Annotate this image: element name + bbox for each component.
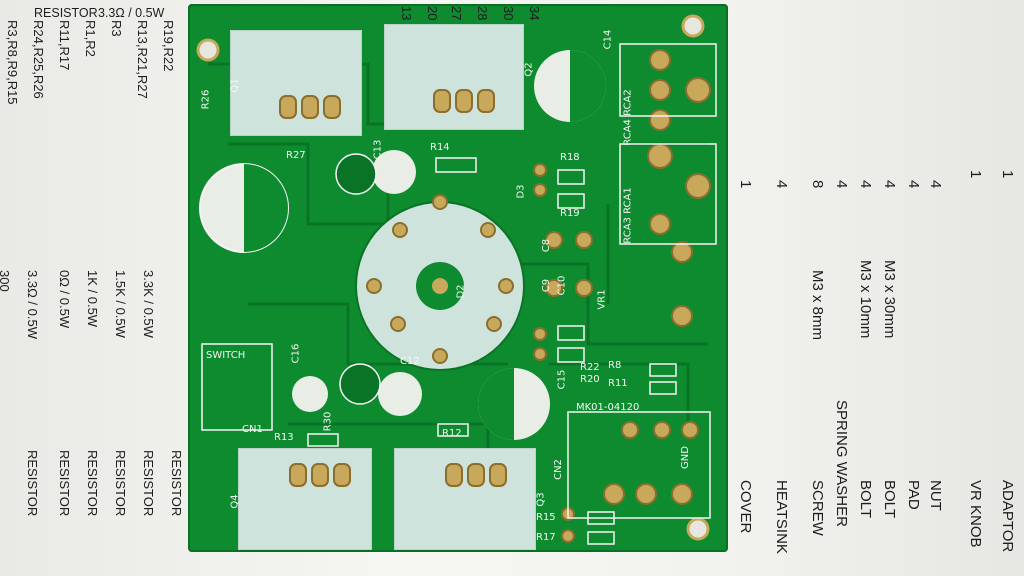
bom-qty: 1 xyxy=(967,170,984,179)
top-number: 27 xyxy=(449,6,464,21)
left-col-type: RESISTOR xyxy=(57,450,72,517)
heatsink-area-q3 xyxy=(394,448,536,550)
left-col-value: 1.5K / 0.5W xyxy=(113,270,128,338)
label-c9: C9 xyxy=(541,278,553,293)
top-number: 30 xyxy=(501,6,516,21)
bom-item-name: COVER xyxy=(737,480,754,534)
ref-col: R1,R2 xyxy=(83,20,98,57)
label-c10: C10 xyxy=(556,275,568,296)
label-mk: MK01-04120 xyxy=(576,402,640,413)
label-r22: R22 xyxy=(580,362,600,373)
resistor-type: RESISTOR xyxy=(34,6,98,20)
ref-col: R19,R22 xyxy=(161,20,176,72)
top-numbers: 13 20 27 28 30 34 xyxy=(200,0,740,22)
label-r20: R20 xyxy=(580,374,600,385)
left-strip: 300 RESISTOR 3.3Ω / 0.5W RESISTOR 0Ω / 0… xyxy=(0,0,200,576)
top-number: 28 xyxy=(475,6,490,21)
label-rca1: RCA3 RCA1 xyxy=(622,187,634,244)
label-r14: R14 xyxy=(430,142,450,153)
label-d2: D2 xyxy=(455,284,467,299)
bom-item-spec: M3 x 8mm xyxy=(809,270,826,341)
bom-item-spec: M3 x 30mm xyxy=(881,260,898,339)
bom-list: COVER 1 HEATSINK 4 SCREW M3 x 8mm 8 SPRI… xyxy=(732,0,1024,576)
label-cn2: CN2 xyxy=(552,459,564,480)
bom-item-name: BOLT xyxy=(857,480,874,519)
label-q4: Q4 xyxy=(229,494,241,509)
label-r15: R15 xyxy=(536,512,556,523)
bom-qty: 4 xyxy=(927,180,944,189)
bom-qty: 4 xyxy=(857,180,874,189)
label-switch: SWITCH xyxy=(206,350,246,361)
resistor-value: 3.3Ω / 0.5W xyxy=(98,6,165,20)
transistor-pads xyxy=(279,95,341,119)
top-number: 13 xyxy=(399,6,414,21)
ref-col: R11,R17 xyxy=(57,20,72,71)
ref-col: R3 xyxy=(109,20,124,37)
label-c12: C12 xyxy=(400,356,420,367)
label-vr1: VR1 xyxy=(596,289,608,310)
label-c14: C14 xyxy=(602,29,614,50)
bom-item-name: NUT xyxy=(927,480,944,511)
label-c13: C13 xyxy=(372,139,384,160)
left-col-type: RESISTOR xyxy=(85,450,100,517)
bom-item-name: BOLT xyxy=(881,480,898,519)
bom-qty: 4 xyxy=(833,180,850,189)
label-r8: R8 xyxy=(608,360,622,371)
label-r12: R12 xyxy=(442,428,462,439)
left-col-value: 3.3K / 0.5W xyxy=(141,270,156,338)
ref-col: R24,R25,R26 xyxy=(31,20,46,99)
pcb-board: SWITCH CN1 MK01-04120 RCA3 RCA1 RCA4 RCA… xyxy=(188,4,728,552)
label-r19: R19 xyxy=(560,208,580,219)
label-r18: R18 xyxy=(560,152,580,163)
top-number: 20 xyxy=(425,6,440,21)
label-gnd: GND xyxy=(679,446,691,469)
heatsink-area-q1 xyxy=(230,30,362,136)
label-cn1: CN1 xyxy=(242,424,263,435)
transistor-pads xyxy=(289,463,351,487)
left-col-code: 300 xyxy=(0,270,12,292)
bom-qty: 1 xyxy=(999,170,1016,179)
label-d3: D3 xyxy=(515,184,527,199)
top-number: 34 xyxy=(527,6,542,21)
bom-qty: 4 xyxy=(905,180,922,189)
left-col-type: RESISTOR xyxy=(169,450,184,517)
label-r27: R27 xyxy=(286,150,306,161)
bom-qty: 1 xyxy=(737,180,754,189)
bom-item-name: SPRING WASHER xyxy=(833,400,850,527)
label-r13: R13 xyxy=(274,432,294,443)
label-c16: C16 xyxy=(290,343,302,364)
heatsink-area-q4 xyxy=(238,448,372,550)
bom-item-name: PAD xyxy=(905,480,922,510)
heatsink-area-q2 xyxy=(384,24,524,130)
left-col-type: RESISTOR xyxy=(113,450,128,517)
left-col-value: 0Ω / 0.5W xyxy=(57,270,72,329)
label-q1: Q1 xyxy=(229,78,241,93)
bom-item-spec: M3 x 10mm xyxy=(857,260,874,339)
bom-item-name: SCREW xyxy=(809,480,826,536)
label-q3: Q3 xyxy=(535,492,547,507)
pcb-traces xyxy=(196,14,717,545)
ref-col: R13,R21,R27 xyxy=(135,20,150,99)
transistor-pads xyxy=(433,89,495,113)
bom-qty: 8 xyxy=(809,180,826,189)
left-col-type: RESISTOR xyxy=(141,450,156,517)
transistor-pads xyxy=(445,463,507,487)
label-c8: C8 xyxy=(541,238,553,253)
label-r26: R26 xyxy=(200,89,212,110)
bom-qty: 4 xyxy=(773,180,790,189)
bom-item-name: ADAPTOR xyxy=(999,480,1016,553)
bom-item-name: HEATSINK xyxy=(773,480,790,554)
left-col-type: RESISTOR xyxy=(25,450,40,517)
ref-col: R3,R8,R9,R15 xyxy=(5,20,20,105)
left-col-value: 3.3Ω / 0.5W xyxy=(25,270,40,339)
label-r30: R30 xyxy=(322,411,334,432)
label-rca2: RCA4 RCA2 xyxy=(622,89,634,146)
label-q2: Q2 xyxy=(523,62,535,77)
label-r11: R11 xyxy=(608,378,628,389)
label-c15: C15 xyxy=(556,369,568,390)
bom-item-name: VR KNOB xyxy=(967,480,984,548)
label-r17: R17 xyxy=(536,532,556,543)
left-col-value: 1K / 0.5W xyxy=(85,270,100,328)
bom-qty: 4 xyxy=(881,180,898,189)
